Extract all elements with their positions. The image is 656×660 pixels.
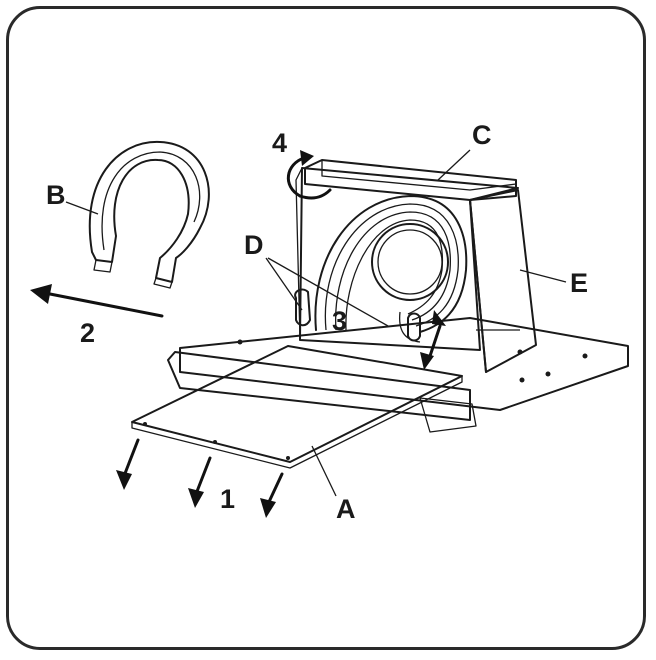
label-e: E (570, 268, 588, 298)
top-cover-c (304, 159, 517, 201)
label-step-4: 4 (272, 128, 287, 158)
arrow-step-4 (287, 150, 332, 200)
slide-tray-a (131, 345, 463, 469)
label-c: C (472, 120, 492, 150)
leader-d2 (267, 257, 389, 327)
guard-ring-b (88, 140, 210, 289)
label-b: B (46, 180, 66, 210)
leader-lines (65, 149, 567, 497)
arrow-step-2 (30, 284, 164, 318)
base-rail (167, 317, 629, 433)
blade-assembly (314, 195, 468, 343)
label-a: A (336, 494, 356, 524)
leader-c (437, 149, 471, 181)
leader-a (311, 445, 337, 497)
bolt-knobs-d (294, 288, 421, 342)
leader-d1 (265, 257, 303, 311)
arrow-step-3 (420, 310, 446, 370)
back-plate (295, 167, 519, 351)
arrows-step-1 (116, 438, 284, 518)
leader-e (519, 269, 567, 283)
label-step-2: 2 (80, 318, 95, 348)
label-step-1: 1 (220, 484, 235, 514)
label-step-3: 3 (332, 306, 347, 336)
leader-b (65, 201, 99, 215)
label-d: D (244, 230, 264, 260)
